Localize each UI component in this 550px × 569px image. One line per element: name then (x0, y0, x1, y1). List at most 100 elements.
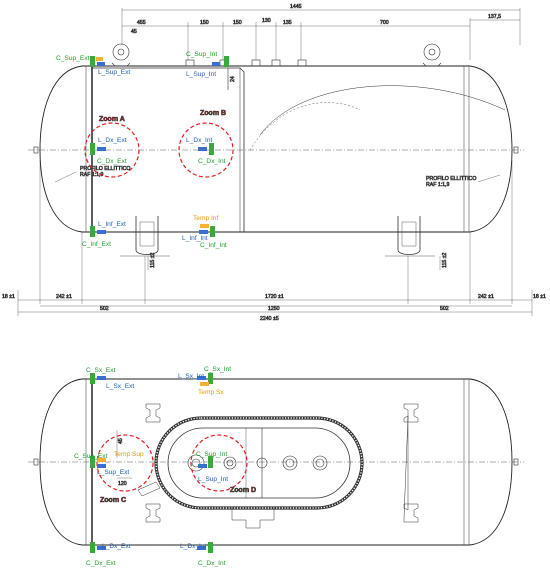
dim-242-right: 242 ±1 (478, 294, 494, 300)
bottom-markers (90, 373, 213, 553)
marker-l-inf-int (199, 230, 208, 234)
top-saddle-left-inner (139, 221, 155, 247)
label-temp-sup: Temp Sup (114, 451, 144, 458)
marker-c-inf-int (210, 226, 215, 237)
profilo-left-leader (54, 171, 77, 183)
marker-l-dx-int (198, 147, 207, 151)
dim-115-left: 115 ±2 (150, 252, 156, 268)
top-lug-right (423, 43, 441, 61)
bottom-end-nozzle-right (513, 458, 519, 466)
marker-c-sup-int (224, 56, 229, 67)
dim-2240: 2240 ±5 (260, 316, 279, 322)
dim-115-right: 115 ±2 (442, 252, 448, 268)
label-l-dx-ext: L_Dx_Ext (102, 543, 131, 550)
label-c-sx-int: C_Sx_Int (204, 366, 231, 373)
label-l-sx-int: L_Sx_Int (178, 373, 204, 380)
fitting-r1-inner (285, 458, 295, 468)
bottom-tank-outline (39, 378, 513, 546)
label-c-inf-ext: C_Inf_Ext (82, 241, 111, 248)
profilo-right-leader (477, 174, 501, 183)
label-l-sup-int: L_Sup_Int (198, 476, 228, 483)
label-l-dx-int: L_Dx_Int (186, 137, 213, 144)
label-l-sup-ext: L_Sup_Ext (97, 469, 129, 476)
bottom-dim-120: 120 (118, 481, 127, 487)
label-c-sup-int: C_Sup_Int (196, 451, 227, 458)
bottom-pad-tl (145, 403, 161, 423)
zoom-c-label: Zoom C (100, 497, 126, 504)
dim-45-diameter: 45 (131, 29, 137, 35)
fitting-left-outer (187, 454, 205, 472)
label-c-inf-int: C_Inf_Int (200, 242, 227, 249)
marker-l-dx-ext (97, 147, 106, 151)
marker-temp-sup (97, 458, 106, 462)
top-nozzle-3 (251, 59, 261, 67)
dim-242-left: 242 ±1 (56, 294, 72, 300)
zoom-d-label: Zoom D (230, 487, 256, 494)
top-saddle-right (397, 216, 421, 255)
top-saddle-right-inner (401, 221, 417, 247)
marker-l-sup-int-b (198, 464, 207, 468)
top-markers (90, 56, 229, 237)
zoom-c-circle (96, 434, 154, 492)
dim-18-right: 18 ±1 (533, 294, 546, 300)
fitting-left-inner (191, 458, 201, 468)
marker-temp-sx (200, 382, 209, 386)
top-lug-right-base (422, 62, 442, 67)
fitting-mid-inner (226, 459, 234, 467)
top-lug-left-hole (117, 48, 125, 56)
dim-137-5: 137,5 (488, 14, 501, 20)
top-view: 1445 137,5 455 150 150 130 135 700 45 24… (2, 4, 547, 323)
top-nozzle-4 (271, 59, 281, 67)
label-c-dx-int: C_Dx_Int (198, 560, 226, 567)
fitting-r2-outer (312, 455, 328, 471)
marker-temp-sup-ext (96, 57, 103, 61)
top-lug-left (112, 43, 130, 61)
top-nozzle-1 (185, 59, 195, 67)
bottom-labels: C_Sx_Ext L_Sx_Ext L_Sx_Int C_Sx_Int Temp… (74, 366, 231, 567)
marker-c-dx-ext-b (90, 542, 95, 553)
label-c-sx-ext: C_Sx_Ext (86, 367, 115, 374)
marker-l-sup-ext (97, 62, 105, 66)
marker-l-dx-ext-b (97, 546, 106, 550)
dim-150-b: 150 (233, 20, 242, 26)
top-labels: C_Sup_Ext L_Sup_Ext C_Sup_Int L_Sup_Int … (56, 51, 227, 249)
label-temp-sx: Temp Sx (198, 389, 224, 396)
top-inner-compartment (92, 67, 245, 232)
zoom-d-circle (190, 434, 248, 492)
top-elliptic-curve-2 (249, 102, 361, 151)
dim-135: 135 (283, 20, 292, 26)
label-c-sup-int: C_Sup_Int (186, 51, 217, 58)
dim-150-a: 150 (200, 20, 209, 26)
marker-c-sx-int (208, 373, 213, 384)
dim-1250: 1250 (268, 306, 280, 312)
bottom-drain (231, 508, 275, 529)
profilo-right-line2: RAF 1:1,9 (426, 182, 449, 188)
fitting-center (256, 457, 268, 469)
label-temp-inf: Temp Inf (193, 215, 218, 222)
dim-18-left: 18 ±1 (2, 294, 15, 300)
top-lug-right-hole (428, 48, 436, 56)
label-l-sup-int: L_Sup_Int (186, 71, 216, 78)
dim-24: 24 (230, 76, 236, 82)
manhole-frame-outer (154, 416, 364, 510)
dim-1720: 1720 ±1 (265, 294, 284, 300)
marker-c-sx-ext (90, 373, 95, 384)
dim-130: 130 (262, 18, 271, 24)
bottom-dim-45: 45 (118, 438, 124, 444)
label-c-sup-ext: C_Sup_Ext (56, 55, 90, 62)
bottom-pad-tr (403, 403, 419, 423)
label-l-inf-ext: L_Inf_Ext (98, 221, 126, 228)
bottom-pad-br (403, 415, 419, 523)
marker-l-dx-int-b (197, 546, 206, 550)
bottom-end-nozzle-left (33, 458, 39, 466)
marker-l-sup-ext-b (97, 464, 106, 468)
dim-1445: 1445 (290, 4, 302, 10)
dim-700: 700 (380, 20, 389, 26)
zoom-b-circle (178, 122, 234, 178)
marker-l-sx-int (197, 376, 206, 380)
marker-l-sx-ext (97, 376, 106, 380)
top-dimension-lines (17, 8, 533, 316)
marker-c-sup-ext-b (90, 456, 95, 468)
marker-c-sup-int-b (208, 456, 213, 468)
